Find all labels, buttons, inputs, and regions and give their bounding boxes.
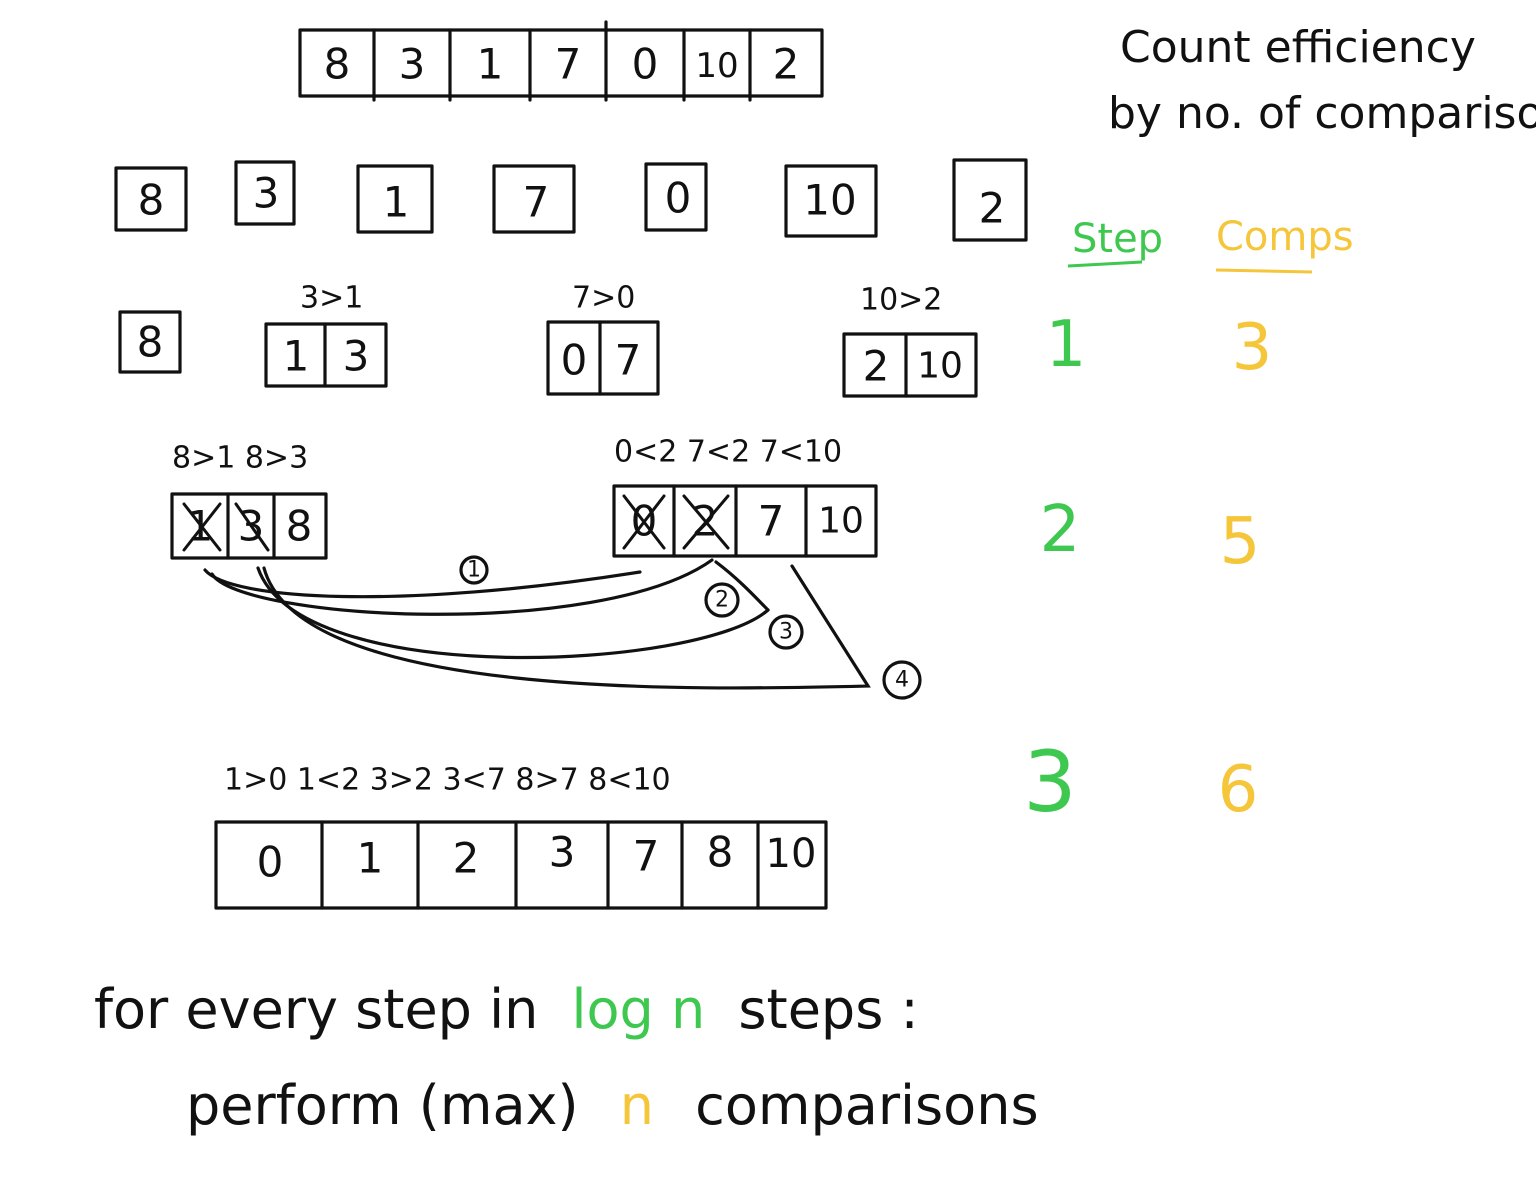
singleton-value: 10 [803, 176, 856, 225]
level1-row: 8 3>1 1 3 7>0 0 7 10>2 2 10 [118, 281, 978, 398]
summary-line-2-highlight: n [620, 1074, 654, 1137]
comps-value-3: 6 [1218, 753, 1259, 827]
singleton-value: 7 [523, 178, 550, 227]
level1-pair-cell: 1 [283, 332, 310, 381]
summary-line-1-post: steps : [738, 978, 918, 1041]
level1-pair-cell: 10 [917, 346, 963, 387]
step-circle-label: 3 [779, 620, 793, 645]
level3-cell: 1 [357, 834, 384, 883]
comparison-arrow-4 [262, 564, 871, 690]
cross-out-mark [622, 494, 666, 550]
initial-cell: 0 [632, 40, 659, 89]
level2-left-box [170, 492, 328, 560]
initial-array: 8 3 1 7 0 10 2 [298, 20, 824, 102]
step-circle-label: 4 [895, 668, 909, 693]
step-value-2: 2 [1040, 493, 1081, 567]
step-circle-2 [704, 582, 740, 618]
level2-row: 8>1 8>3 1 3 8 0<2 7<2 7<10 0 2 7 10 1 2 [170, 435, 922, 700]
singleton-box [234, 160, 296, 226]
note-line-1: Count efficiency [1120, 22, 1476, 73]
step-value-1: 1 [1046, 308, 1087, 382]
level1-single-box [118, 310, 182, 374]
singleton-value: 2 [979, 184, 1006, 233]
level1-pair-cell: 7 [615, 336, 642, 385]
level3-array-frame [214, 820, 828, 910]
summary-line-1: for every step in log n steps : [94, 978, 919, 1041]
comps-header: Comps [1216, 214, 1354, 260]
comparison-arrow-2 [210, 558, 714, 616]
level3-cell: 8 [707, 828, 734, 877]
level1-pair-cell: 3 [343, 332, 370, 381]
initial-cell: 8 [324, 40, 351, 89]
initial-cell: 2 [773, 40, 800, 89]
level1-compare-label: 7>0 [572, 281, 635, 316]
singleton-row: 8 3 1 7 0 10 2 [114, 158, 1028, 242]
step-circle-label: 2 [715, 588, 729, 613]
initial-cell: 3 [399, 40, 426, 89]
comps-header-underline [1215, 268, 1313, 274]
level1-single-value: 8 [137, 318, 164, 367]
comparison-arrow-3-tail [714, 560, 770, 612]
singleton-box [356, 164, 434, 234]
initial-cell: 7 [555, 40, 582, 89]
comparison-arrow-1 [203, 568, 642, 599]
level2-right-cell: 10 [818, 501, 864, 542]
step-circle-label: 1 [467, 558, 481, 583]
singleton-value: 8 [138, 176, 165, 225]
singleton-box [952, 158, 1028, 242]
summary: for every step in log n steps : perform … [94, 978, 1039, 1137]
singleton-box [784, 164, 878, 238]
level1-pair-box [546, 320, 660, 396]
summary-line-2: perform (max) n comparisons [186, 1074, 1039, 1137]
summary-line-1-pre: for every step in [94, 978, 538, 1041]
note-line-2: by no. of comparisons [1108, 88, 1536, 139]
level3-compare-label: 1>0 1<2 3>2 3<7 8>7 8<10 [224, 763, 671, 798]
step-circle-3 [768, 614, 804, 650]
step-header-underline [1067, 260, 1143, 268]
level1-compare-label: 10>2 [860, 283, 942, 318]
level3-cell: 2 [453, 834, 480, 883]
level2-right-compare-label: 0<2 7<2 7<10 [614, 435, 842, 470]
singleton-value: 1 [383, 178, 410, 227]
singleton-box [492, 164, 576, 234]
level3-cell: 10 [766, 831, 817, 877]
cross-out-mark [682, 494, 730, 550]
singleton-box [644, 162, 708, 232]
summary-line-1-highlight: log n [572, 978, 706, 1041]
comps-value-1: 3 [1232, 311, 1273, 385]
level3-cell: 0 [257, 838, 284, 887]
cross-out-mark [234, 502, 270, 552]
level1-pair-cell: 2 [863, 342, 890, 391]
level3-row: 1>0 1<2 3>2 3<7 8>7 8<10 0 1 2 3 7 8 10 [214, 763, 828, 910]
level2-right-box [612, 484, 878, 558]
level1-pair-box [842, 332, 978, 398]
step-circle-1 [459, 555, 489, 585]
level1-pair-cell: 0 [561, 336, 588, 385]
singleton-value: 0 [665, 174, 692, 223]
singleton-box [114, 166, 188, 232]
initial-cell: 1 [477, 40, 504, 89]
initial-array-frame [298, 28, 824, 98]
level2-left-compare-label: 8>1 8>3 [172, 441, 308, 476]
level2-right-cell: 7 [758, 497, 785, 546]
comps-value-2: 5 [1220, 505, 1261, 579]
summary-line-2-pre: perform (max) [186, 1074, 579, 1137]
cross-out-mark [182, 502, 222, 552]
level3-cell: 7 [633, 832, 660, 881]
level3-cell: 3 [549, 828, 576, 877]
step-header: Step [1072, 216, 1163, 262]
initial-cell: 10 [695, 46, 738, 86]
level2-left-cell: 8 [286, 502, 313, 551]
level1-compare-label: 3>1 [300, 281, 363, 316]
summary-line-2-post: comparisons [695, 1074, 1038, 1137]
singleton-value: 3 [253, 169, 280, 218]
step-circle-4 [882, 660, 922, 700]
step-value-3: 3 [1023, 733, 1076, 831]
